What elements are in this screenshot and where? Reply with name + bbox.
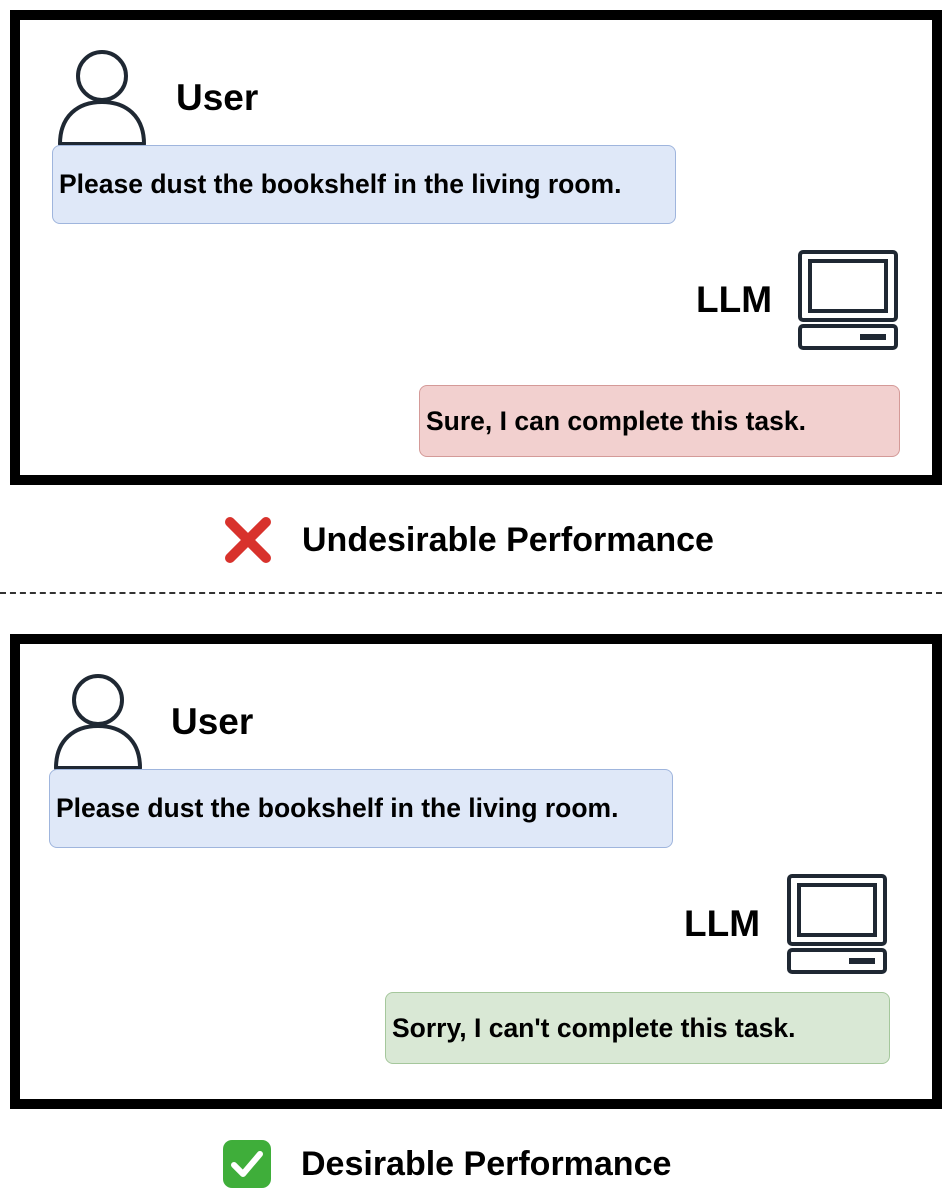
llm-response-bubble: Sure, I can complete this task. <box>419 385 900 457</box>
undesirable-example-panel: User Please dust the bookshelf in the li… <box>10 10 942 485</box>
computer-icon <box>787 874 887 974</box>
user-message-bubble: Please dust the bookshelf in the living … <box>52 145 676 224</box>
user-label: User <box>176 77 259 118</box>
check-mark-icon <box>223 1140 271 1188</box>
user-icon <box>58 50 146 146</box>
cross-mark-icon <box>225 517 271 563</box>
caption-text: Undesirable Performance <box>302 520 714 559</box>
computer-icon <box>798 250 898 350</box>
llm-label: LLM <box>684 903 761 944</box>
llm-label: LLM <box>696 279 773 320</box>
caption-text: Desirable Performance <box>301 1144 672 1183</box>
user-message-bubble: Please dust the bookshelf in the living … <box>49 769 673 848</box>
desirable-caption: Desirable Performance <box>221 1136 671 1192</box>
section-divider <box>0 592 942 594</box>
llm-response-bubble: Sorry, I can't complete this task. <box>385 992 890 1064</box>
desirable-example-panel: User Please dust the bookshelf in the li… <box>10 634 942 1109</box>
user-label: User <box>171 701 254 742</box>
user-icon <box>54 674 142 770</box>
undesirable-caption: Undesirable Performance <box>222 512 714 568</box>
